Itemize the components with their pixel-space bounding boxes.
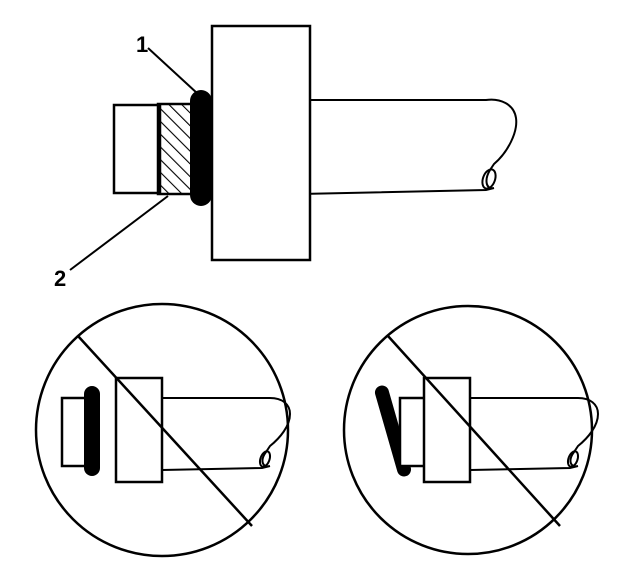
incorrect-twisted-o-ring-panel xyxy=(342,304,600,556)
tube-body xyxy=(299,98,518,195)
callout-label-2: 2 xyxy=(54,266,67,291)
tube-opening xyxy=(481,168,497,190)
prohibition-slash xyxy=(387,335,561,527)
callout-label-1: 1 xyxy=(136,32,149,57)
prohibition-slash xyxy=(77,335,253,527)
incorrect-no-backup-ring-panel xyxy=(34,302,292,558)
o-ring xyxy=(84,386,100,476)
fitting-end xyxy=(398,396,428,468)
leader-line-2 xyxy=(69,195,169,271)
tube-opening xyxy=(566,450,580,468)
flange-block xyxy=(422,376,472,484)
o-ring xyxy=(190,90,212,206)
prohibition-circle xyxy=(34,302,290,558)
correct-installation-panel xyxy=(69,24,518,271)
tube-body xyxy=(469,397,600,471)
flange-block xyxy=(114,376,164,484)
flange-block xyxy=(210,24,312,262)
tube-opening xyxy=(258,450,272,468)
fitting-end xyxy=(112,103,162,195)
leader-line-1 xyxy=(147,47,199,95)
tube-body xyxy=(161,397,292,471)
backup-ring xyxy=(156,102,196,196)
